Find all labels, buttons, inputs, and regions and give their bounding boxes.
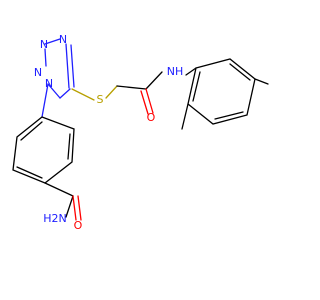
bond-ch2-co xyxy=(116,85,147,90)
bond-n4-c5 xyxy=(59,88,71,99)
aryl-inner-bond-2 xyxy=(214,111,244,120)
atom-s: S xyxy=(97,93,104,106)
aryl-inner-bond-1 xyxy=(229,63,251,81)
bond-co-n xyxy=(145,71,163,90)
atom-n-tz3: N xyxy=(34,66,42,79)
bond-ortho-methyl xyxy=(181,103,189,130)
bond-n-aryl xyxy=(185,67,197,76)
atom-o-carbamoyl: O xyxy=(74,219,83,232)
structure-canvas: N N N N S NH O H2N O xyxy=(12,33,269,232)
bond-carbonyl-o-double xyxy=(77,195,82,221)
atom-nh2: H2N xyxy=(43,212,67,225)
bond-n1-n4 xyxy=(47,83,61,99)
benzene-ring-outline xyxy=(12,116,75,184)
atom-labels: N N N N S NH O H2N O xyxy=(34,33,183,232)
benzene-inner-bond-3 xyxy=(20,121,43,141)
atom-o-amide: O xyxy=(147,111,156,124)
atom-nh: NH xyxy=(167,65,184,78)
bond-n3-c5 xyxy=(65,43,70,89)
bond-c-o-double xyxy=(140,90,149,115)
bond-n1-n2 xyxy=(44,48,47,67)
atom-n-tz4: N xyxy=(45,77,53,90)
thioether-linker xyxy=(71,71,163,115)
bond-c-o xyxy=(145,88,154,114)
benzene-inner-bond-1 xyxy=(67,133,71,160)
molecule-structure: N N N N S NH O H2N O xyxy=(12,33,269,232)
bond-carbonyl-n xyxy=(65,195,74,218)
tetrazole-ring xyxy=(44,38,75,99)
atom-n-tz2: N xyxy=(59,33,67,46)
atom-n-tz1: N xyxy=(40,38,48,51)
bond-ring-carbonyl xyxy=(44,182,74,197)
bond-s-ch2 xyxy=(105,85,118,99)
bond-carbonyl-o xyxy=(72,195,77,221)
bond-para-methyl xyxy=(254,78,269,85)
bond-n1-aryl xyxy=(41,83,49,118)
aryl-ring-outline xyxy=(187,58,256,125)
dimethylphenyl-ring xyxy=(181,58,269,130)
benzamide-ring xyxy=(12,83,82,221)
bond-n2-n3 xyxy=(44,38,61,45)
bond-c5-s xyxy=(71,88,95,101)
aryl-inner-bond-3 xyxy=(192,71,201,102)
bond-n3-c5-double xyxy=(70,44,75,88)
benzene-inner-bond-2 xyxy=(16,166,43,179)
